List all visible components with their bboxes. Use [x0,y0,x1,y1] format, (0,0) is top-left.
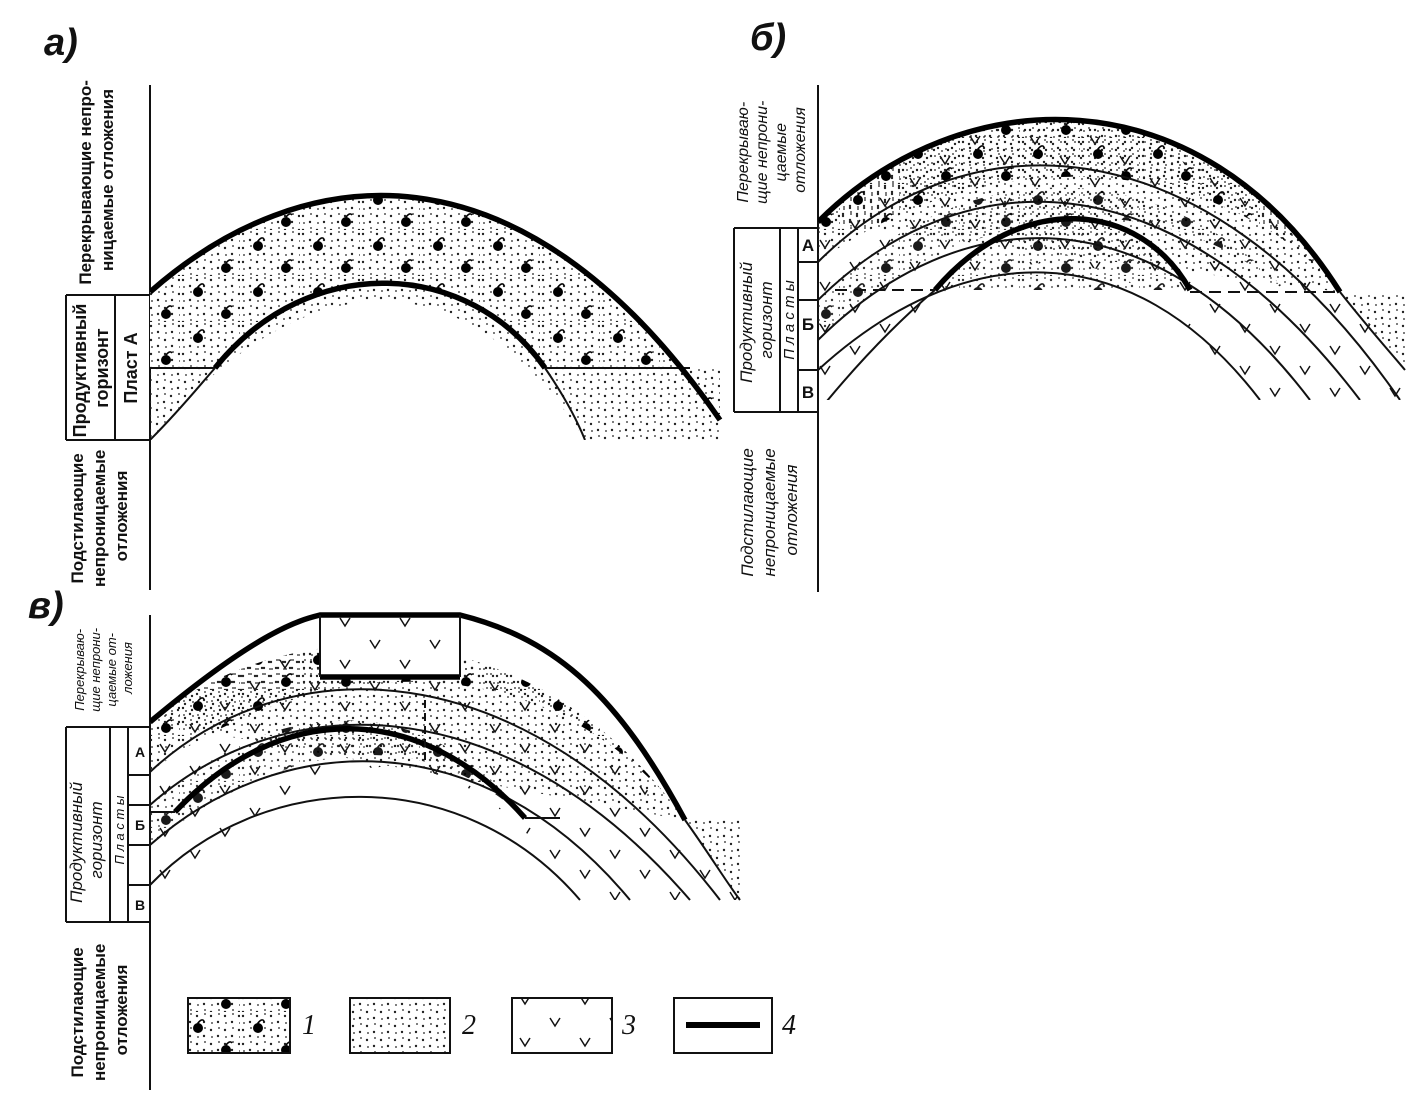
panel-a-label: а) [44,22,78,64]
panel-b-layer-b: Б [802,315,814,334]
legend-number-2: 2 [462,1010,476,1041]
panel-b-label: б) [750,17,786,59]
panel-b-productive-label: Продуктивный горизонт [737,257,776,383]
legend-number-1: 1 [302,1010,316,1041]
panel-b-layer-a: А [802,236,814,255]
legend-swatch-oil-sand [187,997,291,1054]
panel-b-overlying-label: Перекрываю- щие непрони- цаемые отложени… [735,96,809,204]
panel-v-layer-a: А [135,744,145,760]
panel-v: в) Перекрываю- щие непрони- цаемые от- л… [28,585,741,1090]
legend-number-3: 3 [621,1010,636,1041]
panel-a-layer-label: Пласт А [121,332,141,403]
panel-a: а) Перекрывающие непро- ницаемые отложен… [44,22,723,590]
legend-item-1: 1 [187,997,316,1054]
panel-a-overlying-label: Перекрывающие непро- ницаемые отложения [76,75,117,284]
panel-a-column: Перекрывающие непро- ницаемые отложения … [65,75,151,590]
panel-v-plasty-label: П л а с т ы [112,795,127,864]
panel-v-label: в) [28,585,64,627]
panel-b-layer-v: В [802,383,814,402]
legend-item-2: 2 [349,997,476,1054]
panel-a-anticline [150,192,723,440]
panel-b-anticline [818,116,1406,400]
panel-v-overlying-label: Перекрываю- щие непрони- цаемые от- ложе… [72,624,135,711]
panel-b: б) Перекрываю- щие непрони- цаемые отлож… [733,17,1406,592]
panel-b-plasty-label: П л а с т ы [781,280,798,360]
legend-swatch-checks [511,997,613,1054]
panel-v-layer-v: В [135,897,145,913]
legend-swatch-sand [349,997,451,1054]
panel-v-productive-label: Продуктивный горизонт [67,777,106,903]
panel-v-column: Перекрываю- щие непрони- цаемые от- ложе… [65,615,151,1090]
panel-a-underlying-label: Подстилающие непроницаемые отложения [68,445,131,587]
panel-a-productive-label: Продуктивный горизонт [70,299,112,438]
legend-number-4: 4 [782,1010,796,1041]
panel-v-anticline [150,612,741,915]
legend-item-3: 3 [511,997,636,1054]
panel-v-underlying-label: Подстилающие непроницаемые отложения [68,939,131,1081]
panel-b-column: Перекрываю- щие непрони- цаемые отложени… [733,85,819,592]
legend-item-4: 4 [673,997,796,1054]
panel-b-underlying-label: Подстилающие непроницаемые отложения [738,443,801,576]
panel-v-layer-b: Б [135,817,145,833]
legend: 1 2 3 4 [187,997,796,1054]
